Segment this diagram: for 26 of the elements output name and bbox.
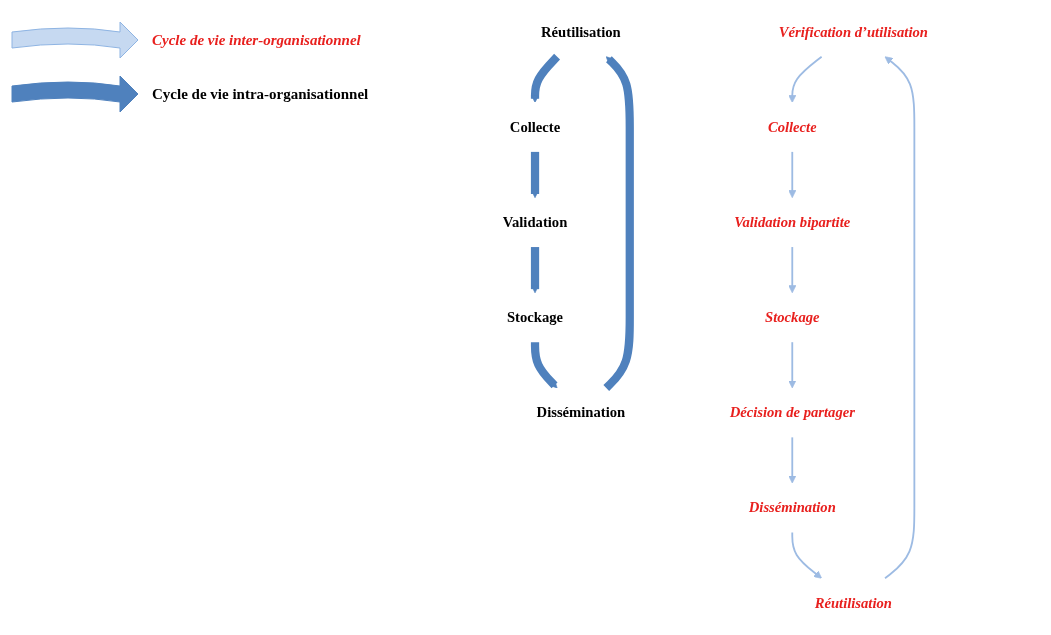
node-text: Dissémination <box>536 404 626 420</box>
node-text: Décision de partager <box>729 404 856 420</box>
arrow <box>531 341 558 389</box>
arrow <box>788 55 823 103</box>
node-text: Stockage <box>765 309 820 325</box>
legend-label: Cycle de vie intra-organisationnel <box>152 85 369 103</box>
arrow <box>788 341 797 389</box>
legend-label: Cycle de vie inter-organisationnel <box>152 31 361 49</box>
arrow <box>531 151 540 198</box>
arrow <box>603 56 634 391</box>
node-text: Stockage <box>507 309 564 325</box>
node-text: Dissémination <box>748 499 836 516</box>
node-text: Réutilisation <box>814 594 893 611</box>
arrow <box>788 150 797 198</box>
arrow <box>884 56 916 580</box>
arrow <box>788 436 797 484</box>
arrow <box>788 246 797 294</box>
node-text: Réutilisation <box>541 23 621 40</box>
node-text: Validation <box>502 214 568 230</box>
node-text: Validation bipartite <box>734 214 851 230</box>
arrow <box>531 53 561 103</box>
arrow <box>791 531 823 579</box>
node-text: Vérification d’utilisation <box>778 23 929 40</box>
node-text: Collecte <box>768 118 817 135</box>
node-text: Collecte <box>509 118 561 135</box>
arrow <box>531 246 540 294</box>
